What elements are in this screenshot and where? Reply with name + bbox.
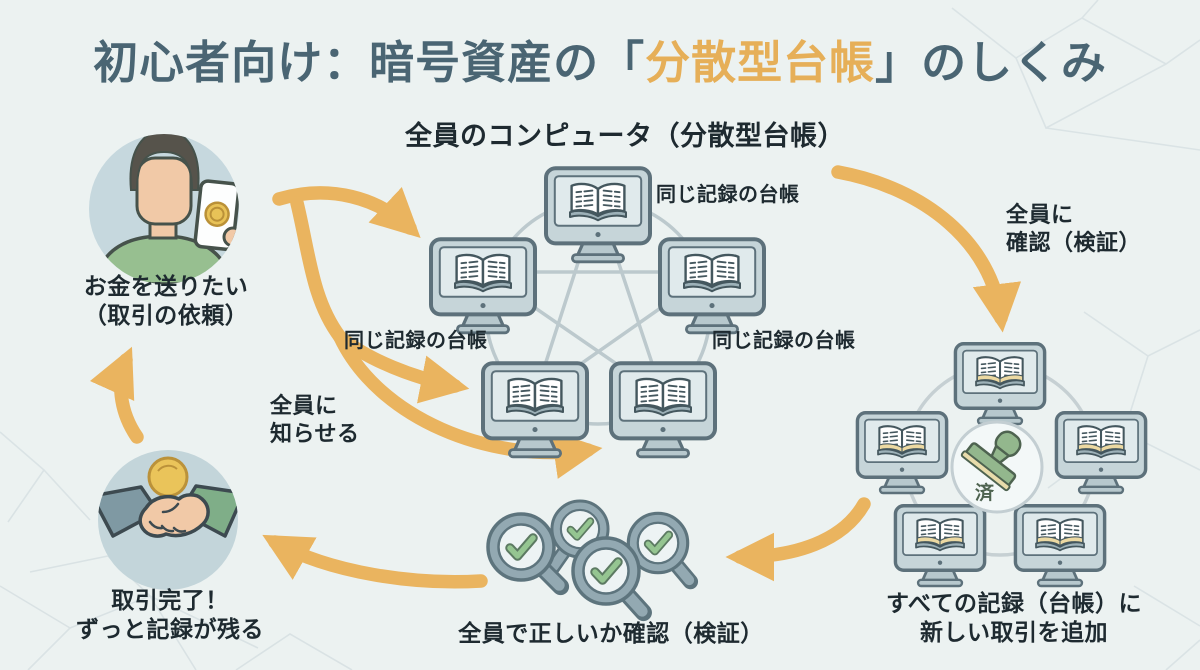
label-broadcast-line2: 知らせる xyxy=(270,421,360,447)
arrow-check-to-complete xyxy=(262,534,488,589)
arrow-send-to-network xyxy=(272,186,421,238)
title-suffix: 」のしくみ xyxy=(875,37,1107,88)
label-append-record: すべての記録（台帳）に 新しい取引を追加 xyxy=(886,589,1142,648)
label-same-ledger-left: 同じ記録の台帳 xyxy=(344,330,488,352)
network-heading: 全員のコンピュータ（分散型台帳） xyxy=(405,121,845,151)
stamp-kanji: 済 xyxy=(975,481,995,504)
label-verify-line2: 確認（検証） xyxy=(1006,230,1142,256)
arrow-broadcast-stem xyxy=(290,196,347,344)
label-send-request: お金を送りたい （取引の依頼） xyxy=(84,272,249,331)
page-title: 初心者向け：暗号資産の「分散型台帳」のしくみ xyxy=(0,26,1200,91)
complete-avatar xyxy=(98,450,238,590)
ledger-computer-icon xyxy=(431,239,535,333)
ledger-computer-new-entry-icon xyxy=(1015,506,1104,586)
label-same-ledger-right: 同じ記録の台帳 xyxy=(712,330,856,352)
ledger-computer-new-entry-icon xyxy=(1056,413,1145,493)
label-complete-line1: 取引完了！ xyxy=(111,587,229,613)
approval-stamp-icon xyxy=(960,430,1022,492)
title-prefix: 初心者向け：暗号資産の「 xyxy=(93,37,646,88)
label-broadcast: 全員に 知らせる xyxy=(270,392,360,448)
magnifier-check-icon xyxy=(488,514,561,587)
magnifier-check-icon xyxy=(573,538,643,613)
ledger-computer-new-entry-icon xyxy=(857,413,946,493)
label-broadcast-line1: 全員に xyxy=(270,393,338,418)
label-verify: 全員に 確認（検証） xyxy=(1006,201,1141,257)
label-same-ledger-top: 同じ記録の台帳 xyxy=(656,184,800,206)
label-check-all: 全員で正しいか確認（検証） xyxy=(458,620,764,646)
arrow-validators-to-check xyxy=(725,497,871,582)
arrow-network-to-validators xyxy=(831,165,1022,333)
label-verify-line1: 全員に xyxy=(1006,202,1074,227)
sender-avatar xyxy=(89,134,239,284)
ledger-computer-new-entry-icon xyxy=(955,344,1044,424)
label-append-line1: すべての記録（台帳）に xyxy=(886,590,1142,616)
coin-icon xyxy=(204,201,230,227)
label-complete-line2: ずっと記録が残る xyxy=(76,616,264,643)
ledger-computer-icon xyxy=(546,168,650,262)
coin-icon xyxy=(147,456,189,498)
label-complete: 取引完了！ ずっと記録が残る xyxy=(76,586,264,645)
verification-lenses xyxy=(488,501,690,613)
label-send-request-line1: お金を送りたい xyxy=(83,273,249,299)
arrow-complete-to-sender xyxy=(89,346,144,444)
label-send-request-line2: （取引の依頼） xyxy=(83,302,249,329)
distributed-ledger-network xyxy=(431,168,764,457)
ledger-computer-new-entry-icon xyxy=(895,506,984,586)
ledger-computer-icon xyxy=(611,363,715,457)
person-with-phone-icon xyxy=(94,134,239,284)
stamp-badge: 済 xyxy=(950,420,1044,514)
ledger-computer-icon xyxy=(660,239,764,333)
title-highlight: 分散型台帳 xyxy=(645,37,876,88)
label-append-line2: 新しい取引を追加 xyxy=(919,619,1108,646)
handshake-icon xyxy=(98,456,238,538)
